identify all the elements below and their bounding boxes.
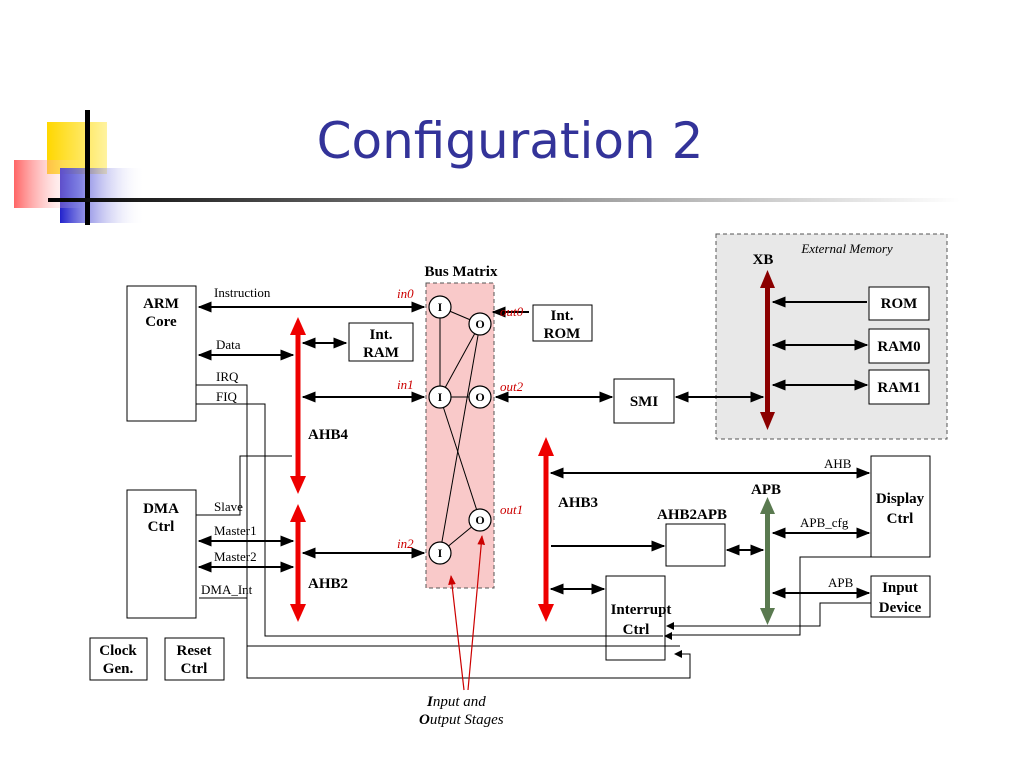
- ahb2-label: AHB2: [308, 576, 348, 592]
- external-memory-label: External Memory: [800, 241, 893, 256]
- rom-box: [868, 286, 930, 321]
- stage-letter: O: [475, 317, 484, 331]
- annotation-text-2: utput Stages: [430, 712, 504, 728]
- wire-label-slave: Slave: [214, 499, 243, 514]
- dma-ctrl-box: [126, 489, 197, 619]
- wire-label-dma-int: DMA_Int: [201, 582, 253, 597]
- stage-letter: O: [475, 513, 484, 527]
- annotation-line-1: Input and: [426, 694, 486, 710]
- ram1-label: RAM1: [877, 380, 920, 396]
- display-ctrl-box: [870, 455, 931, 558]
- signal-wires: [196, 384, 871, 679]
- apb-bus: [760, 497, 775, 625]
- interrupt-ctrl-box: [605, 575, 666, 661]
- page-title: Configuration 2: [316, 112, 704, 170]
- input-stage-in0: [428, 295, 452, 319]
- slide-decoration: [14, 110, 960, 225]
- reset-ctrl-box: [164, 637, 225, 681]
- wire-label-instruction: Instruction: [214, 285, 271, 300]
- ahb3-bus: [538, 437, 554, 622]
- interrupt-ctrl-label-2: Ctrl: [623, 622, 650, 638]
- port-label-in0: in0: [397, 286, 414, 301]
- int-rom-box: [532, 304, 593, 342]
- stage-letter: I: [438, 546, 443, 560]
- port-label-out0: out0: [500, 304, 524, 319]
- wire-label-master2: Master2: [214, 549, 257, 564]
- ram1-box: [868, 369, 930, 405]
- annotation-initial-i: I: [426, 694, 434, 710]
- reset-ctrl-label-1: Reset: [177, 643, 212, 659]
- wire-label-master1: Master1: [214, 523, 257, 538]
- ram0-box: [868, 328, 930, 364]
- wire-label-apb: APB: [828, 575, 854, 590]
- input-stage-in2: [428, 541, 452, 565]
- wire-label-irq: IRQ: [216, 369, 239, 384]
- port-label-in2: in2: [397, 536, 414, 551]
- dma-ctrl-label-2: Ctrl: [148, 519, 175, 535]
- int-ram-box: [348, 322, 414, 362]
- wire-label-apb-cfg: APB_cfg: [800, 515, 849, 530]
- connections: [197, 296, 871, 599]
- int-ram-label-1: Int.: [370, 327, 393, 343]
- xb-bus: [760, 270, 775, 430]
- interrupt-ctrl-label-1: Interrupt: [611, 602, 672, 618]
- rom-label: ROM: [881, 296, 918, 312]
- apb-label: APB: [751, 482, 781, 498]
- wire-label-ahb: AHB: [824, 456, 852, 471]
- stage-letter: I: [438, 300, 443, 314]
- ahb2-bus: [290, 504, 306, 622]
- ahb4-label: AHB4: [308, 427, 349, 443]
- port-label-in1: in1: [397, 377, 414, 392]
- ram0-label: RAM0: [877, 339, 920, 355]
- annotation-arrows: [448, 535, 486, 691]
- wire-label-fiq: FIQ: [216, 389, 238, 404]
- clock-gen-label-1: Clock: [99, 643, 137, 659]
- wire-label-data: Data: [216, 337, 241, 352]
- smi-label: SMI: [630, 394, 659, 410]
- annotation-initial-o: O: [419, 712, 430, 728]
- int-rom-label-1: Int.: [551, 308, 574, 324]
- port-label-out2: out2: [500, 379, 524, 394]
- ahb4-bus: [290, 317, 306, 494]
- stage-letter: O: [475, 390, 484, 404]
- arm-core-box: [126, 285, 197, 422]
- display-ctrl-label-1: Display: [876, 491, 925, 507]
- clock-gen-label-2: Gen.: [103, 661, 134, 677]
- xb-label: XB: [753, 252, 774, 268]
- int-rom-label-2: ROM: [544, 326, 581, 342]
- smi-box: [613, 378, 675, 424]
- annotation-line-2: Output Stages: [419, 712, 504, 728]
- display-ctrl-label-2: Ctrl: [887, 511, 914, 527]
- output-stage-out0: [468, 312, 492, 336]
- ahb2apb-label: AHB2APB: [657, 507, 727, 523]
- reset-ctrl-label-2: Ctrl: [181, 661, 208, 677]
- input-device-label-1: Input: [882, 580, 918, 596]
- input-stage-in1: [428, 385, 452, 409]
- clock-gen-box: [89, 637, 148, 681]
- ahb3-label: AHB3: [558, 495, 598, 511]
- output-stage-out2: [468, 385, 492, 409]
- ahb2apb-box: [665, 523, 726, 567]
- input-device-box: [870, 575, 931, 618]
- annotation-text-1: nput and: [433, 694, 486, 710]
- arm-core-label-2: Core: [145, 314, 177, 330]
- port-label-out1: out1: [500, 502, 523, 517]
- dma-ctrl-label-1: DMA: [143, 501, 179, 517]
- bus-matrix-label: Bus Matrix: [425, 264, 498, 280]
- stage-letter: I: [438, 390, 443, 404]
- arm-core-label-1: ARM: [143, 296, 179, 312]
- int-ram-label-2: RAM: [363, 345, 399, 361]
- output-stage-out1: [468, 508, 492, 532]
- input-device-label-2: Device: [879, 600, 922, 616]
